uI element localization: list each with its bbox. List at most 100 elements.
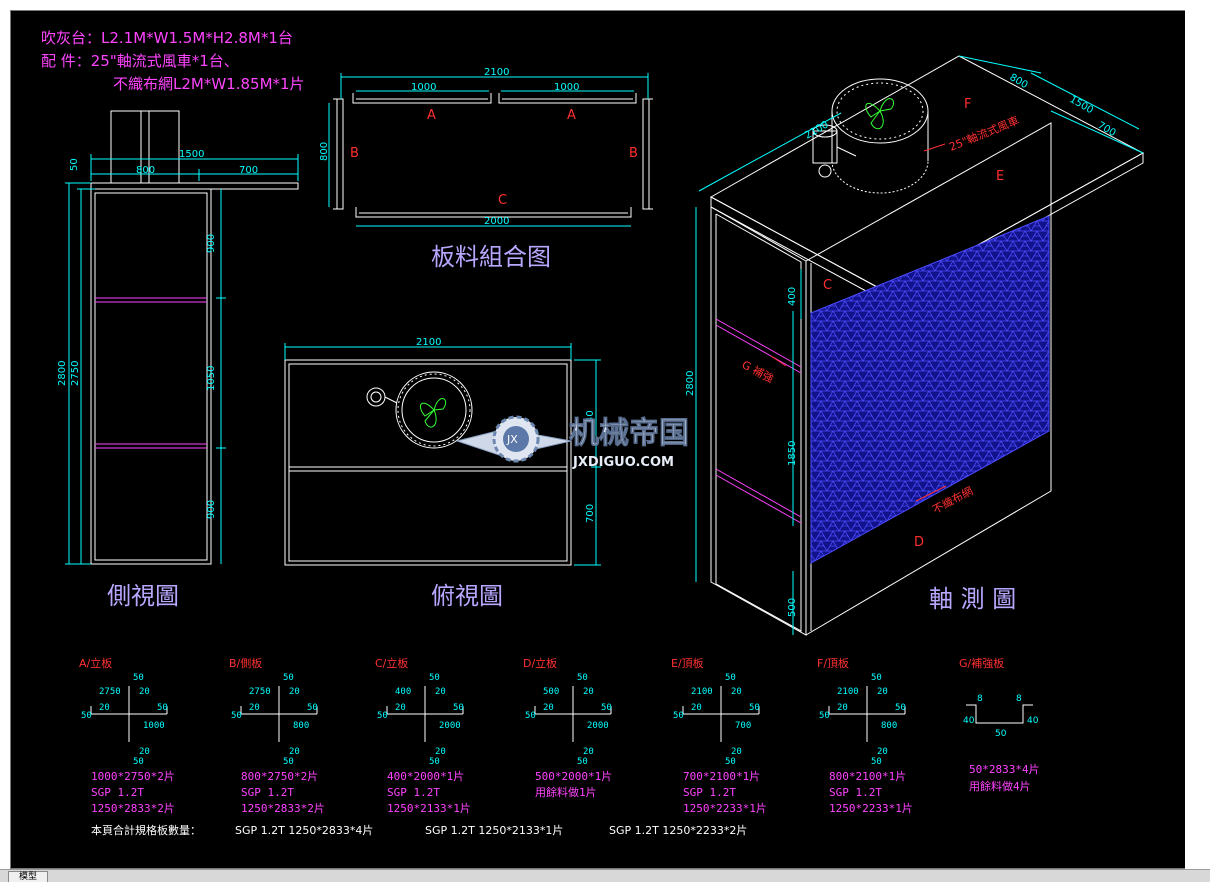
part-dim-r1: 20	[289, 687, 300, 697]
iso-dim-800: 800	[1008, 72, 1030, 91]
non-woven-mesh	[810, 215, 1050, 564]
part-dim-width: 700	[735, 721, 751, 731]
iso-label-fan: 25"軸流式風車	[947, 113, 1021, 154]
part-dim-top: 50	[871, 673, 882, 683]
part-dim-r1: 20	[435, 687, 446, 697]
part-dim-b2: 50	[725, 757, 736, 767]
iso-label-c: C	[823, 278, 832, 293]
part-dim-top: 50	[133, 673, 144, 683]
part-dim-l1: 20	[99, 703, 110, 713]
part-g-spec-1: 50*2833*4片	[969, 763, 1040, 776]
part-spec-2: SGP 1.2T	[829, 786, 882, 799]
part-spec-3: 1250*2233*1片	[683, 802, 767, 815]
tab-model[interactable]: 模型	[8, 871, 49, 882]
part-dim-r1: 20	[583, 687, 594, 697]
part-spec-1: 1000*2750*2片	[91, 770, 175, 783]
drawing-canvas[interactable]: 吹灰台：L2.1M*W1.5M*H2.8M*1台 配 件：25"軸流式風車*1台…	[10, 10, 1187, 869]
part-dim-r1: 20	[139, 687, 150, 697]
part-title: B/側板	[229, 656, 262, 670]
iso-view	[695, 55, 1145, 636]
part-dim-b1: 20	[435, 747, 446, 757]
side-dim-700: 700	[239, 165, 258, 176]
side-dim-900a: 900	[206, 234, 217, 253]
iso-label-d: D	[914, 535, 924, 550]
part-dim-l1: 20	[395, 703, 406, 713]
part-dim-b2: 50	[871, 757, 882, 767]
panel-combo	[328, 73, 653, 227]
combo-label-a1: A	[427, 108, 436, 123]
part-dim-r2: 50	[601, 703, 612, 713]
part-dim-r2: 50	[453, 703, 464, 713]
part-dim-width: 2000	[587, 721, 609, 731]
iso-view-title: 軸 測 圖	[929, 585, 1016, 613]
part-dim-l2: 50	[525, 711, 536, 721]
part-dim-b1: 20	[877, 747, 888, 757]
part-title: A/立板	[79, 656, 112, 670]
part-dim-r2: 50	[895, 703, 906, 713]
combo-dim-2100: 2100	[484, 67, 509, 78]
part-g-dim-50: 50	[995, 729, 1007, 739]
combo-label-c: C	[498, 193, 507, 208]
mesh-leader	[915, 485, 947, 502]
side-dim-1500: 1500	[179, 149, 204, 160]
part-g-dim-8b: 8	[1016, 694, 1022, 704]
spec-line-2: 配 件：25"軸流式風車*1台、	[41, 52, 239, 70]
part-g-spec-2: 用餘料做4片	[969, 779, 1031, 793]
part-spec-3: 1250*2133*1片	[387, 802, 471, 815]
drawing-svg: 吹灰台：L2.1M*W1.5M*H2.8M*1台 配 件：25"軸流式風車*1台…	[41, 29, 1145, 837]
part-dim-l2: 50	[819, 711, 830, 721]
part-spec-2: 用餘料做1片	[535, 785, 597, 799]
part-title: D/立板	[523, 656, 557, 670]
summary-item-3: SGP 1.2T 1250*2233*2片	[609, 824, 747, 837]
part-spec-1: 700*2100*1片	[683, 770, 760, 783]
summary-item-1: SGP 1.2T 1250*2833*4片	[235, 824, 373, 837]
part-dim-l2: 50	[673, 711, 684, 721]
spec-line-1: 吹灰台：L2.1M*W1.5M*H2.8M*1台	[41, 29, 293, 47]
part-dim-l1: 20	[837, 703, 848, 713]
part-spec-3: 1250*2233*1片	[829, 802, 913, 815]
top-view	[284, 343, 601, 566]
summary: 本頁合計規格板數量： SGP 1.2T 1250*2833*4片 SGP 1.2…	[91, 823, 747, 837]
iso-label-g: G 補強	[740, 358, 776, 385]
combo-dim-800: 800	[319, 142, 330, 161]
top-dim-700: 700	[585, 504, 596, 523]
side-dim-900b: 900	[206, 500, 217, 519]
combo-label-b2: B	[629, 146, 638, 161]
iso-dim-400: 400	[787, 287, 798, 306]
part-g-title: G/補強板	[959, 656, 1004, 670]
part-spec-2: SGP 1.2T	[241, 786, 294, 799]
part-dim-r2: 50	[307, 703, 318, 713]
part-g: G/補強板 8 8 40 40 50 50*2833*4片 用餘料做4片	[959, 656, 1040, 793]
part-dim-l2: 50	[377, 711, 388, 721]
part-dim-b2: 50	[429, 757, 440, 767]
side-view	[65, 110, 299, 565]
side-dim-50: 50	[69, 158, 80, 171]
part-dim-inner: 500	[543, 687, 559, 697]
part-dim-inner: 400	[395, 687, 411, 697]
top-dim-2100: 2100	[416, 337, 441, 348]
logo-cn: 机械帝国	[569, 416, 689, 451]
part-dim-r1: 20	[877, 687, 888, 697]
part-spec-2: SGP 1.2T	[387, 786, 440, 799]
part-spec-1: 800*2100*1片	[829, 770, 906, 783]
part-dim-width: 1000	[143, 721, 165, 731]
iso-dim-500: 500	[787, 598, 798, 617]
iso-label-f: F	[964, 97, 971, 112]
g-leader	[770, 355, 787, 367]
part-dim-r1: 20	[731, 687, 742, 697]
iso-dim-1500: 1500	[1068, 94, 1096, 116]
part-g-dim-8a: 8	[977, 694, 983, 704]
part-dim-inner: 2100	[691, 687, 713, 697]
part-dim-b1: 20	[289, 747, 300, 757]
part-dim-b2: 50	[283, 757, 294, 767]
part-g-dim-40b: 40	[1027, 716, 1039, 726]
iso-dim-2800: 2800	[685, 371, 696, 396]
side-dim-2750: 2750	[70, 361, 81, 386]
part-dim-b2: 50	[577, 757, 588, 767]
part-spec-3: 1250*2833*2片	[241, 802, 325, 815]
side-dim-1050: 1050	[206, 366, 217, 391]
iso-dim-2100: 2100	[803, 119, 831, 141]
part-dim-l1: 20	[249, 703, 260, 713]
